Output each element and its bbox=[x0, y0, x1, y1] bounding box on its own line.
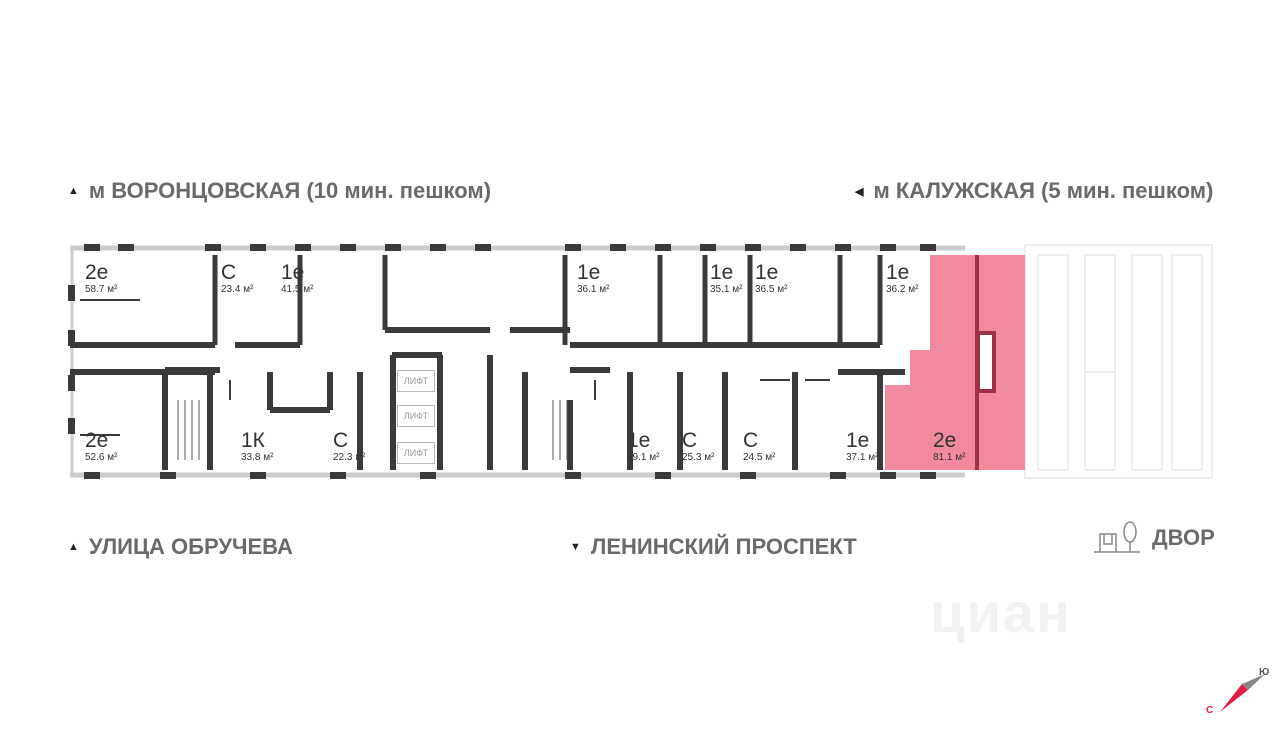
apartment-type: С bbox=[333, 429, 349, 452]
apartment-type: С bbox=[221, 261, 237, 284]
direction-bottom-right: ДВОР bbox=[1092, 520, 1215, 556]
apartment-area: 58.7 м² bbox=[85, 284, 118, 295]
apartment-area: 22.3 м² bbox=[333, 452, 366, 463]
apartment-area: 36.1 м² bbox=[577, 284, 610, 295]
apartment-type: 1е bbox=[710, 261, 734, 284]
apartment-type: 1е bbox=[886, 261, 910, 284]
compass-north-label: С bbox=[1206, 705, 1214, 716]
compass-icon bbox=[1220, 674, 1265, 712]
apartment-area: 35.1 м² bbox=[710, 284, 743, 295]
metro-label: м КАЛУЖСКАЯ (5 мин. пешком) bbox=[873, 178, 1214, 203]
apartment-type: 2е bbox=[85, 429, 109, 452]
apartment-type: 1К bbox=[241, 429, 265, 452]
direction-bottom-center: ▼ ЛЕНИНСКИЙ ПРОСПЕКТ bbox=[570, 534, 857, 560]
apartment-type: 2е bbox=[85, 261, 109, 284]
courtyard-outline bbox=[1024, 244, 1213, 479]
elevator: ЛИФТ bbox=[397, 405, 435, 427]
apartment-type: 1е bbox=[281, 261, 305, 284]
street-label: ЛЕНИНСКИЙ ПРОСПЕКТ bbox=[590, 534, 857, 559]
elevator: ЛИФТ bbox=[397, 370, 435, 392]
direction-top-right: ◀ м КАЛУЖСКАЯ (5 мин. пешком) bbox=[855, 178, 1213, 204]
apartment-area: 36.2 м² bbox=[886, 284, 919, 295]
elevator: ЛИФТ bbox=[397, 442, 435, 464]
apartment-type: С bbox=[682, 429, 698, 452]
compass-south-label: Ю bbox=[1259, 667, 1270, 678]
apartment-type: 1е bbox=[755, 261, 779, 284]
selected-apartment[interactable] bbox=[885, 255, 1025, 470]
apartment-area: 52.6 м² bbox=[85, 452, 118, 463]
apartment-type: С bbox=[743, 429, 759, 452]
courtyard-icon bbox=[1094, 521, 1140, 553]
arrow-down-icon: ▼ bbox=[570, 541, 581, 553]
direction-bottom-left: ▲ УЛИЦА ОБРУЧЕВА bbox=[68, 534, 293, 560]
apartment-area: 39.1 м² bbox=[627, 452, 660, 463]
apartment-area: 81.1 м² bbox=[933, 452, 966, 463]
apartment-area: 36.5 м² bbox=[755, 284, 788, 295]
apartment-area: 24.5 м² bbox=[743, 452, 776, 463]
metro-label: м ВОРОНЦОВСКАЯ (10 мин. пешком) bbox=[88, 178, 492, 203]
apartment-area: 37.1 м² bbox=[846, 452, 879, 463]
apartment-type: 1е bbox=[627, 429, 651, 452]
direction-top-left: ▲ м ВОРОНЦОВСКАЯ (10 мин. пешком) bbox=[68, 178, 491, 204]
apartment-type: 2е bbox=[933, 429, 957, 452]
arrow-left-icon: ◀ bbox=[855, 185, 864, 198]
apartment-area: 41.5 м² bbox=[281, 284, 314, 295]
apartment-area: 33.8 м² bbox=[241, 452, 274, 463]
courtyard-label: ДВОР bbox=[1152, 525, 1215, 550]
watermark: циан bbox=[930, 581, 1072, 644]
apartment-area: 23.4 м² bbox=[221, 284, 254, 295]
apartment-type: 1е bbox=[846, 429, 870, 452]
apartment-type: 1е bbox=[577, 261, 601, 284]
arrow-up-icon: ▲ bbox=[68, 185, 79, 197]
street-label: УЛИЦА ОБРУЧЕВА bbox=[88, 534, 293, 559]
apartment-area: 25.3 м² bbox=[682, 452, 715, 463]
arrow-up-icon: ▲ bbox=[68, 541, 79, 553]
stair-icon bbox=[177, 400, 568, 460]
